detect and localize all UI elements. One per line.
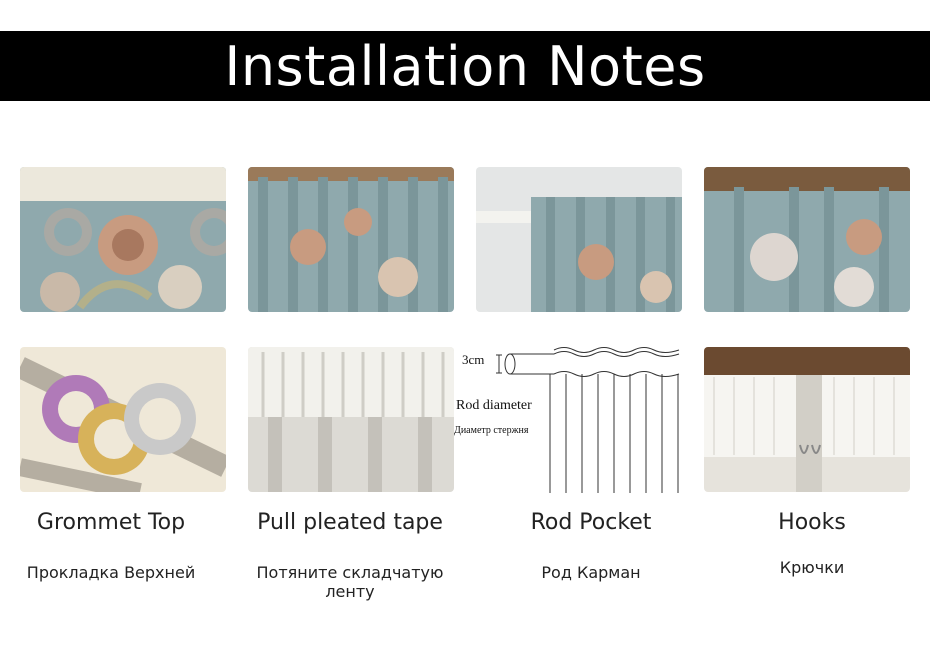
caption-hooks-ru: Крючки [779, 558, 845, 577]
pleated-curtain-photo [248, 167, 454, 312]
rod-pocket-diagram: 3cm Rod diameter Диаметр стержня [454, 345, 684, 495]
caption-rod-pocket: Rod Pocket [530, 510, 652, 535]
hooks-curtain-photo [704, 167, 910, 312]
caption-grommet-top-ru: Прокладка Верхней [26, 563, 196, 582]
hooks-tape-photo [704, 347, 910, 492]
header-banner: Installation Notes [0, 31, 930, 101]
measure-label: 3cm [462, 352, 485, 367]
page-title: Installation Notes [224, 34, 706, 98]
caption-grommet-top: Grommet Top [36, 510, 186, 535]
rod-diameter-label: Rod diameter [456, 398, 532, 414]
grommet-rings-photo [20, 347, 226, 492]
rod-pocket-photo [476, 167, 682, 312]
caption-pull-pleated-tape: Pull pleated tape [257, 510, 443, 535]
pleated-tape-photo [248, 347, 454, 492]
rod-diameter-label-ru: Диаметр стержня [454, 425, 529, 436]
caption-pull-pleated-tape-ru: Потяните складчатую ленту [256, 563, 444, 601]
caption-rod-pocket-ru: Род Карман [541, 563, 641, 582]
grommet-curtain-photo [20, 167, 226, 312]
caption-hooks: Hooks [778, 510, 846, 535]
